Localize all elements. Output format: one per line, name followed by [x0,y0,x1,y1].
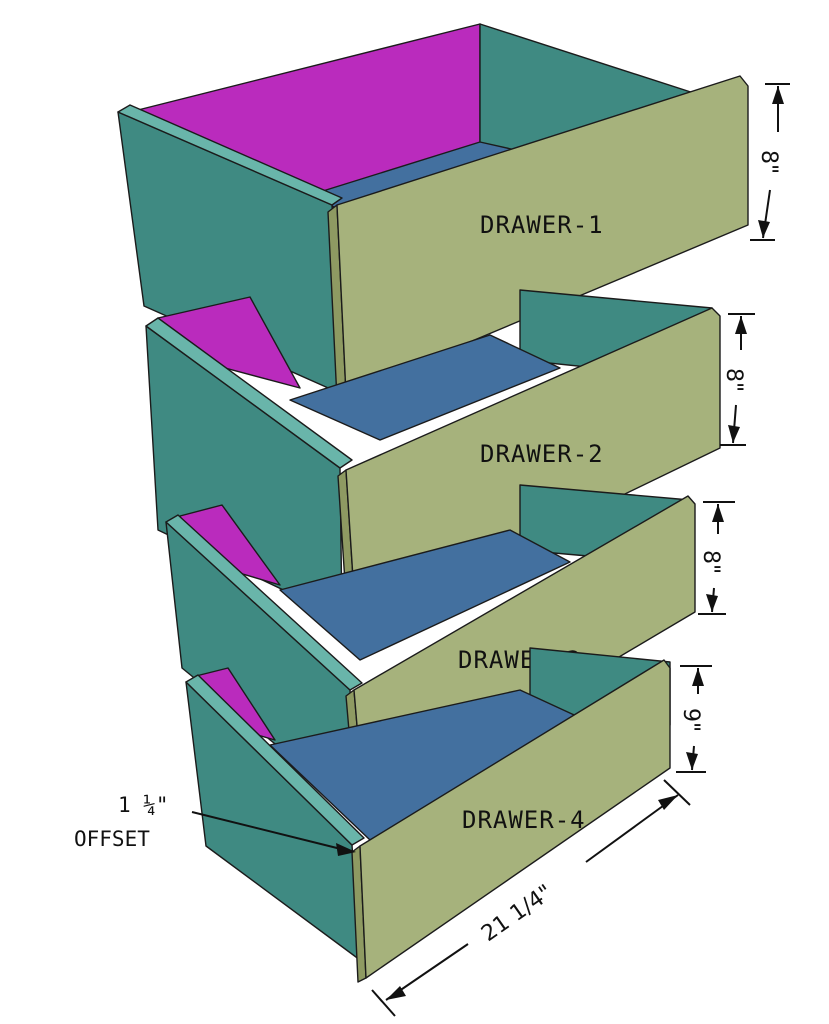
height-dimension-4-text: 9" [678,708,703,732]
height-dimension-3: 8" [698,501,735,615]
drawer-1-label: DRAWER-1 [480,211,604,239]
drawer-1-side-rim [117,104,343,206]
height-dimension-4: 9" [676,665,712,773]
drawer-2-bottom [289,334,561,441]
drawer-2-side-rim [145,317,353,469]
drawer-4-front-panel [359,659,671,979]
offset-note-line1: 1 ¼" [118,793,169,817]
drawer-4: DRAWER-4 [185,647,671,983]
drawer-3-bottom [279,529,571,661]
height-dimension-1: 8" [750,83,790,241]
drawer-1-front-panel [336,75,749,395]
drawer-4-label: DRAWER-4 [462,806,586,834]
drawer-1: DRAWER-1 [117,23,749,401]
height-dimension-2: 8" [720,313,755,446]
offset-note-line2: OFFSET [74,827,150,851]
drawer-2-label: DRAWER-2 [480,440,604,468]
height-dimension-2-text: 8" [721,368,746,392]
drawer-3-side-rim [165,514,363,691]
offset-callout: 1 ¼" OFFSET [74,793,356,856]
height-dimension-3-text: 8" [698,550,723,574]
drawer-4-side-rim [185,674,365,846]
height-dimension-1-text: 8" [756,150,781,174]
